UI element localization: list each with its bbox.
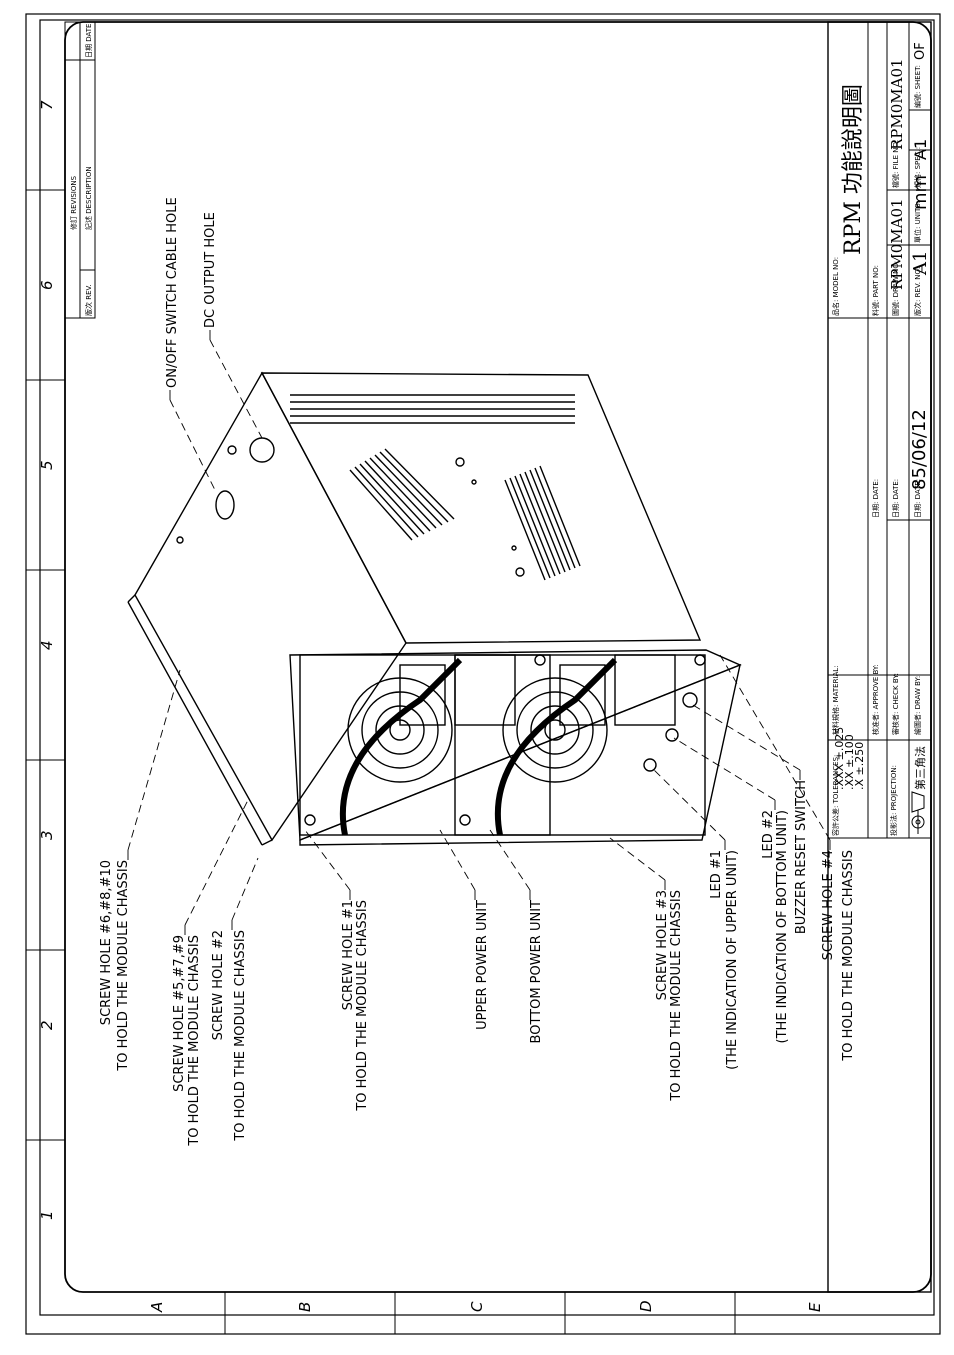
callout-screw-1-line1: SCREW HOLE #1 xyxy=(341,900,356,1010)
tb-date-value: 85/06/12 xyxy=(909,409,930,490)
tb-material-label: 材料規格: MATERIAL: xyxy=(831,665,840,735)
bottom-unit-front xyxy=(454,654,706,836)
tb-file-no-value: RPM0MA01 xyxy=(888,58,906,150)
callout-upper-unit: UPPER POWER UNIT xyxy=(475,900,490,1030)
zone-strip-bottom xyxy=(40,1292,934,1334)
zone-E: E xyxy=(806,1302,824,1312)
callout-led-1-line1: LED #1 xyxy=(709,850,724,899)
callout-led-2-line1: LED #2 xyxy=(761,810,776,859)
callout-buzzer: BUZZER RESET SWITCH xyxy=(794,780,809,934)
tb-spec-label: 規格: SPEC.: xyxy=(913,147,922,188)
tb-check-label: 審核者: CHECK BY: xyxy=(891,673,900,735)
callout-dc-hole: DC OUTPUT HOLE xyxy=(203,212,218,328)
tb-date-label-3: 日期: DATE: xyxy=(914,479,922,518)
callout-screw-2-line1: SCREW HOLE #2 xyxy=(211,930,226,1040)
zone-7: 7 xyxy=(38,100,56,110)
tb-units-value: mm xyxy=(910,175,931,210)
tb-file-no-label: 檔號: FILE NO: xyxy=(891,140,900,188)
callout-screw-1-line2: TO HOLD THE MODULE CHASSIS xyxy=(355,900,370,1112)
callout-screw-3-line1: SCREW HOLE #3 xyxy=(655,890,670,1000)
callout-screw-5-7-9-line2: TO HOLD THE MODULE CHASSIS xyxy=(187,935,202,1147)
tb-approve-label: 核准者: APPROVE BY: xyxy=(871,664,880,735)
zone-1: 1 xyxy=(38,1210,56,1220)
upper-handle xyxy=(339,657,463,836)
revisions-block: 修訂 REVISIONS 版次 REV. 記述 DESCRIPTION 日期 D… xyxy=(64,21,96,319)
zone-5: 5 xyxy=(38,460,56,470)
tb-sheet-label: 編號: SHEET: xyxy=(913,65,922,108)
led-1 xyxy=(643,758,657,772)
tb-rev-label: 版次: REV. NO: xyxy=(913,267,922,316)
tb-rev-value: A1 xyxy=(910,251,931,276)
revisions-header: 修訂 REVISIONS xyxy=(69,175,78,230)
zone-C: C xyxy=(468,1301,486,1312)
tb-date-label-1: 日期: DATE: xyxy=(872,479,880,518)
sheet-border xyxy=(25,13,941,1335)
callout-screw-3-line2: TO HOLD THE MODULE CHASSIS xyxy=(669,890,684,1102)
callout-led-1-line2: (THE INDICATION OF UPPER UNIT) xyxy=(725,850,740,1070)
zone-D: D xyxy=(637,1300,655,1312)
zone-6: 6 xyxy=(38,280,56,290)
bottom-rocker-switch xyxy=(559,664,606,726)
tb-sheet-value: OF xyxy=(913,42,928,60)
front-face xyxy=(299,663,741,846)
vent-slots-left xyxy=(349,448,455,541)
leader-lines xyxy=(127,339,831,926)
zone-labels-side: A B C D E xyxy=(148,1300,824,1313)
tb-part-label: 料號: PART NO: xyxy=(871,265,880,316)
zone-labels-top: 1 2 3 4 5 6 7 xyxy=(38,100,56,1220)
zone-2: 2 xyxy=(38,1020,56,1030)
tb-tolerances-label: 容許公差: TOLERANCES: xyxy=(831,755,840,836)
callout-led-2-line2: (THE INDICATION OF BOTTOM UNIT) xyxy=(775,810,790,1043)
zone-3: 3 xyxy=(38,830,56,840)
tb-tol-xxx: .XXX ±.025 xyxy=(833,727,846,790)
onoff-cable-hole xyxy=(215,490,235,520)
callout-screw-5-7-9-line1: SCREW HOLE #5,#7,#9 xyxy=(172,935,187,1092)
tb-draw-no-label: 圖號: DRAW NO: xyxy=(891,261,900,316)
callout-bottom-unit: BOTTOM POWER UNIT xyxy=(529,900,544,1044)
chassis-top-panel xyxy=(260,372,702,644)
zone-A: A xyxy=(148,1302,166,1313)
bottom-ac-inlet xyxy=(614,654,676,726)
tb-projection-value: 第三角法 xyxy=(913,746,927,790)
callout-screw-4-line2: TO HOLD THE MODULE CHASSIS xyxy=(841,850,856,1062)
upper-unit-front xyxy=(299,654,551,836)
revisions-desc-col: 記述 DESCRIPTION xyxy=(84,166,93,230)
tb-draw-no-value: RPM0MA01 xyxy=(888,198,906,290)
vent-slots-back xyxy=(290,394,575,424)
bottom-handle xyxy=(494,657,618,836)
callout-labels: SCREW HOLE #6,#8,#10 TO HOLD THE MODULE … xyxy=(99,197,856,1146)
third-angle-projection-icon xyxy=(911,791,925,834)
tb-model-value: RPM 功能說明圖 xyxy=(841,84,866,255)
revisions-rev-col: 版次 REV. xyxy=(84,284,93,316)
callout-screw-6-8-10-line1: SCREW HOLE #6,#8,#10 xyxy=(99,860,114,1025)
revisions-date-col: 日期 DATE xyxy=(85,24,93,58)
tb-date-label-2: 日期: DATE: xyxy=(892,479,900,518)
tb-spec-value: A1 xyxy=(911,139,930,160)
tb-model-label: 品名: MODEL NO: xyxy=(831,257,840,316)
led-2 xyxy=(665,728,679,742)
callout-screw-2-line2: TO HOLD THE MODULE CHASSIS xyxy=(233,930,248,1142)
chassis-side-panel xyxy=(134,371,407,842)
dc-output-hole xyxy=(249,437,275,463)
callout-onoff-hole: ON/OFF SWITCH CABLE HOLE xyxy=(165,197,180,388)
tb-projection-label: 投影法: PROJECTION: xyxy=(889,765,898,836)
bottom-fan-guard xyxy=(502,677,608,783)
callout-screw-6-8-10-line2: TO HOLD THE MODULE CHASSIS xyxy=(116,860,131,1072)
tb-tol-xx: .XX ±.100 xyxy=(843,734,856,790)
buzzer-reset-switch xyxy=(682,692,698,708)
tb-units-label: 單位: UNITS: xyxy=(913,201,922,243)
zone-4: 4 xyxy=(38,640,56,650)
title-block: 容許公差: TOLERANCES: .XXX ±.025 .XX ±.100 .… xyxy=(827,21,932,1293)
leader-shoulders xyxy=(127,330,831,935)
tb-tol-x: .X ±.250 xyxy=(853,742,866,790)
zone-strip-left xyxy=(26,189,65,1141)
upper-rocker-switch xyxy=(399,664,446,726)
tb-draw-by-label: 繪圖者: DRAW BY: xyxy=(913,676,922,735)
vent-slots-right xyxy=(504,465,581,581)
power-supply-assembly xyxy=(127,371,742,846)
zone-B: B xyxy=(296,1302,314,1312)
